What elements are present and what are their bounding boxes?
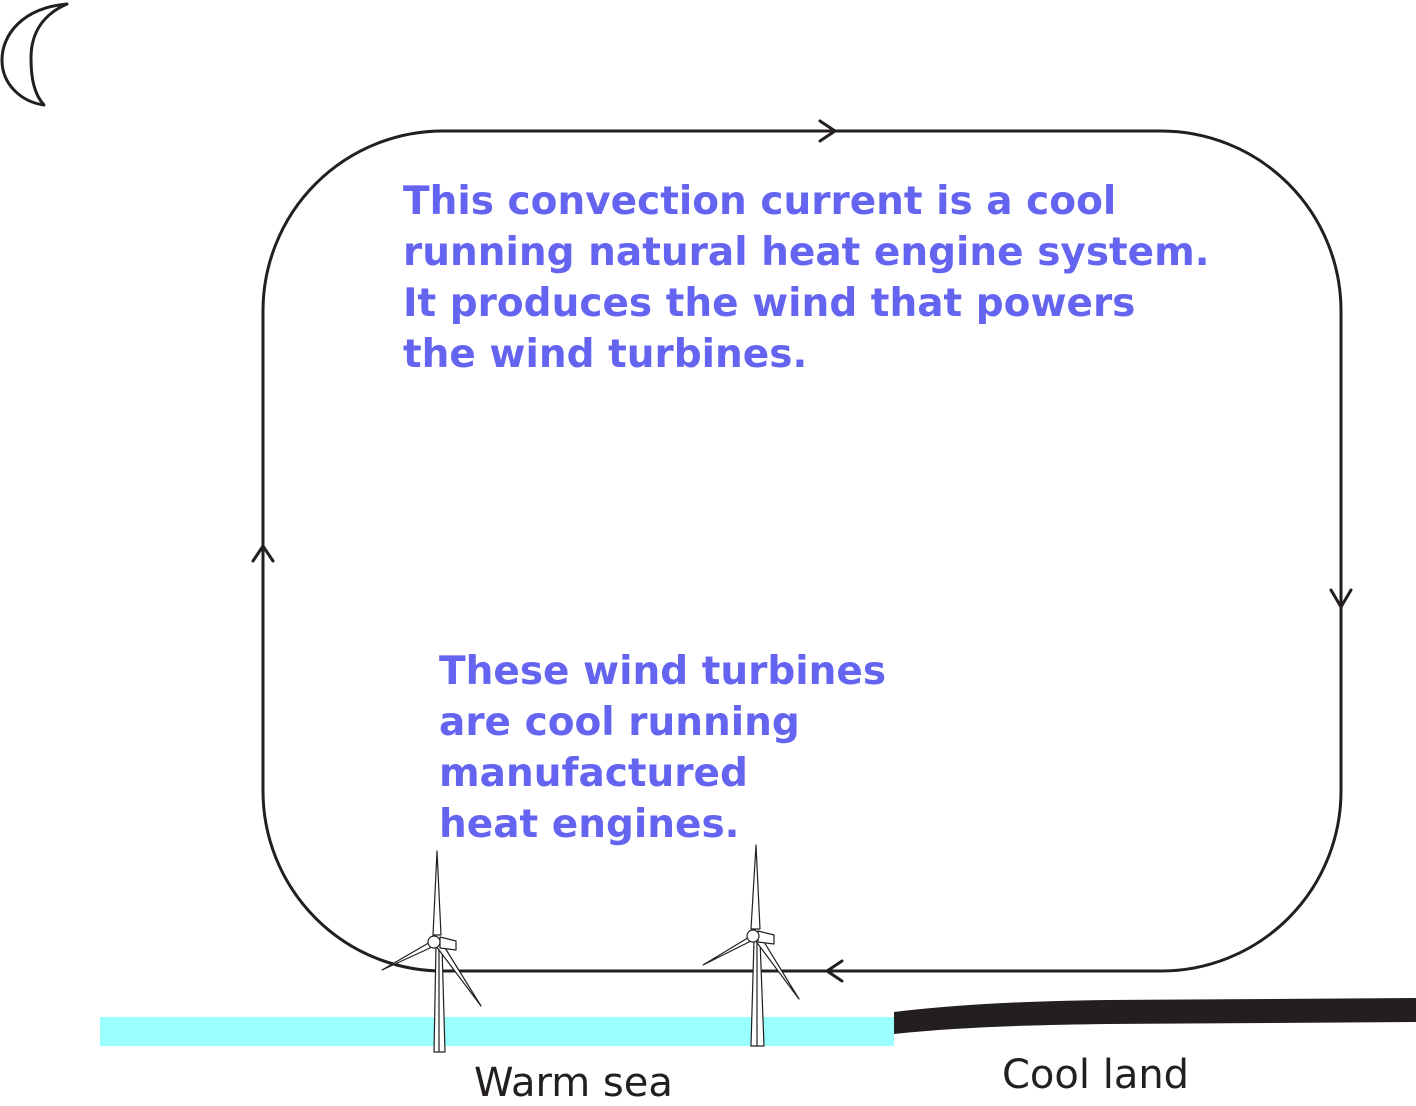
crescent-moon-icon (2, 4, 67, 105)
convection-note: This convection current is a cool runnin… (403, 176, 1303, 380)
turbine-note: These wind turbines are cool running man… (439, 646, 959, 850)
cool-land-label: Cool land (1002, 1052, 1189, 1098)
cool-land (894, 998, 1416, 1034)
warm-sea (100, 1017, 894, 1046)
warm-sea-label: Warm sea (474, 1060, 673, 1106)
wind-turbine-icon (703, 845, 799, 1046)
